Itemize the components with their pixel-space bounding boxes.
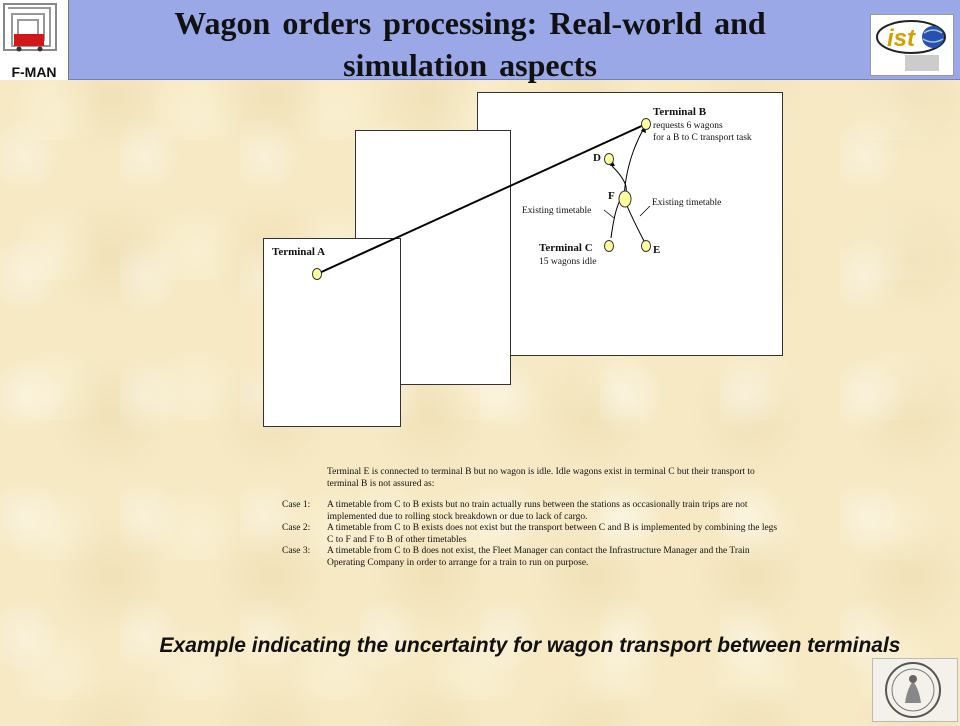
case-1-label: Case 1: — [282, 500, 311, 510]
case-3-label: Case 3: — [282, 546, 311, 556]
sheet-front — [263, 238, 401, 427]
case-3: Case 3: A timetable from C to B does not… — [282, 546, 782, 569]
title-line-2: simulation aspects — [343, 47, 597, 83]
header-bar: Wagon orders processing: Real-world and … — [0, 0, 960, 83]
label-node-e: E — [653, 244, 661, 256]
figure-caption: Example indicating the uncertainty for w… — [159, 634, 901, 657]
label-terminal-c: Terminal C — [539, 242, 593, 254]
page-title: Wagon orders processing: Real-world and … — [70, 2, 870, 86]
ist-logo: ist — [870, 14, 954, 76]
case-2-label: Case 2: — [282, 523, 311, 533]
label-terminal-c-note: 15 wagons idle — [539, 257, 597, 267]
case-2-text: A timetable from C to B exists does not … — [327, 523, 778, 545]
case-3-text: A timetable from C to B does not exist, … — [327, 546, 750, 568]
university-seal-logo — [872, 658, 958, 722]
explanation-notes: Terminal E is connected to terminal B bu… — [282, 467, 782, 569]
fman-logo-text: F-MAN — [11, 64, 57, 80]
label-existing-timetable-left: Existing timetable — [522, 206, 592, 216]
label-existing-timetable-right: Existing timetable — [652, 198, 722, 208]
university-seal-graphic — [885, 662, 941, 718]
title-line-1: Wagon orders processing: Real-world and — [174, 5, 766, 41]
fman-logo: F-MAN — [0, 0, 69, 80]
case-1: Case 1: A timetable from C to B exists b… — [282, 500, 782, 523]
label-terminal-b-note2: for a B to C transport task — [653, 133, 752, 143]
ist-logo-graphic: ist — [876, 20, 946, 71]
label-terminal-b: Terminal B — [653, 106, 707, 118]
case-2: Case 2: A timetable from C to B exists d… — [282, 523, 782, 546]
fman-logo-graphic — [3, 3, 57, 52]
notes-intro: Terminal E is connected to terminal B bu… — [327, 467, 755, 489]
label-node-d: D — [593, 152, 601, 164]
label-terminal-a: Terminal A — [272, 246, 326, 258]
case-1-text: A timetable from C to B exists but no tr… — [327, 500, 748, 522]
label-terminal-b-note1: requests 6 wagons — [653, 121, 723, 131]
ist-logo-text: ist — [887, 25, 916, 52]
label-node-f: F — [608, 190, 615, 202]
